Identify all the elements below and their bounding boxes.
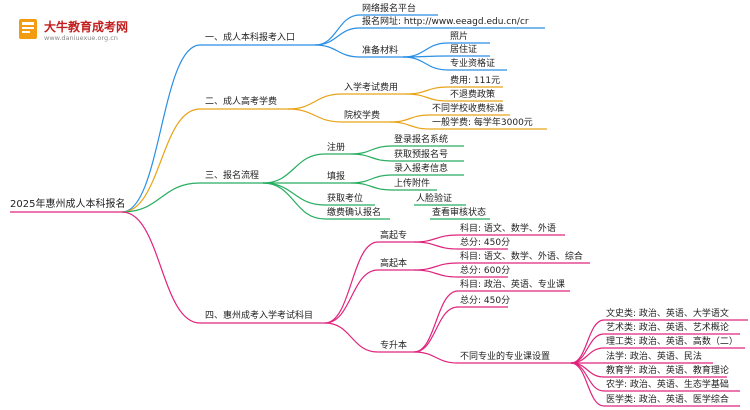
connector-curve xyxy=(262,153,326,184)
leaf-node: 不退费政策 xyxy=(450,90,496,100)
branch-node: 一、成人本科报考入口 xyxy=(205,33,296,43)
connector-curve xyxy=(314,27,361,46)
leaf-node: 人脸验证 xyxy=(416,194,453,204)
leaf-node: 法学: 政治、英语、民法 xyxy=(606,352,702,362)
connector-curve xyxy=(324,322,379,353)
leaf-node: 总分: 450分 xyxy=(460,238,511,248)
leaf-node: 费用: 111元 xyxy=(450,76,501,86)
connector-curve xyxy=(413,241,459,250)
sub-node: 高起专 xyxy=(380,231,408,241)
connector-curve xyxy=(350,145,393,155)
connector-curve xyxy=(402,56,449,71)
branch-node: 四、惠州成考入学考试科目 xyxy=(205,311,314,321)
connector-curve xyxy=(121,182,201,213)
leaf-node: 查看审核状态 xyxy=(432,208,487,218)
connector-curve xyxy=(314,14,361,46)
connector-curve xyxy=(413,269,459,278)
leaf-node: 专业资格证 xyxy=(450,59,496,69)
leaf-node: 一般学费: 每学年3000元 xyxy=(432,118,533,128)
leaf-node: 农学: 政治、英语、生态学基础 xyxy=(606,380,729,390)
leaf-node: 理工类: 政治、英语、高数（二） xyxy=(606,337,738,347)
connector-curve xyxy=(314,44,361,58)
connector-curve xyxy=(287,93,343,110)
branch-node: 二、成人高考学费 xyxy=(205,97,278,107)
brand-name: 大牛教育成考网 xyxy=(44,20,129,34)
connector-curve xyxy=(121,211,201,324)
connector-curve xyxy=(287,108,343,123)
connector-curve xyxy=(413,290,459,353)
sub-node: 注册 xyxy=(327,143,346,153)
connector-curve xyxy=(121,44,201,213)
connector-curve xyxy=(389,121,431,130)
sub-node: 填报 xyxy=(327,172,346,182)
branch-node: 三、报名流程 xyxy=(205,171,260,181)
connector-curve xyxy=(350,153,393,162)
sub-node: 准备材料 xyxy=(362,46,399,56)
connector-curve xyxy=(570,319,605,364)
connector-curve xyxy=(570,347,605,364)
leaf-node: 科目: 语文、数学、外语 xyxy=(460,224,556,234)
brand-url: www.daniuexue.org.cn xyxy=(44,34,118,42)
root-node: 2025年惠州成人本科报名 xyxy=(10,199,126,210)
connector-curve xyxy=(350,182,393,191)
leaf-node: 网络报名平台 xyxy=(362,4,417,14)
leaf-node: 科目: 政治、英语、专业课 xyxy=(460,280,565,290)
connector-curve xyxy=(413,262,459,271)
sub-node: 专升本 xyxy=(380,341,408,351)
leaf-node: 教育学: 政治、英语、教育理论 xyxy=(606,366,729,376)
connector-curve xyxy=(413,351,459,364)
leaf-node: 登录报名系统 xyxy=(394,135,449,145)
leaf-node: 艺术类: 政治、英语、艺术概论 xyxy=(606,323,729,333)
leaf-node: 不同学校收费标准 xyxy=(432,104,505,114)
connector-curve xyxy=(350,174,393,184)
leaf-node: 文史类: 政治、英语、大学语文 xyxy=(606,309,729,319)
connector-curve xyxy=(324,241,379,324)
leaf-node: 照片 xyxy=(450,32,469,42)
sub-node: 不同专业的专业课设置 xyxy=(460,352,551,362)
connector-curve xyxy=(405,86,449,95)
leaf-node: 总分: 600分 xyxy=(460,266,511,276)
connector-curve xyxy=(413,234,459,243)
sub-node: 院校学费 xyxy=(344,111,381,121)
connector-curve xyxy=(413,306,459,353)
leaf-node: 医学类: 政治、英语、医学综合 xyxy=(606,395,729,405)
sub-node: 获取考位 xyxy=(327,194,364,204)
connector-curve xyxy=(570,362,605,407)
sub-node: 缴费确认报名 xyxy=(327,208,382,218)
logo-icon xyxy=(19,19,37,39)
leaf-node: 总分: 450分 xyxy=(460,296,511,306)
connector-curve xyxy=(405,93,449,102)
connector-curve xyxy=(402,42,449,58)
leaf-node: 科目: 语文、数学、外语、综合 xyxy=(460,252,583,262)
connector-curve xyxy=(389,114,431,123)
leaf-node: 获取预报名号 xyxy=(394,150,449,160)
connector-curve xyxy=(121,108,201,213)
sub-node: 高起本 xyxy=(380,259,408,269)
connector-curve xyxy=(262,182,326,220)
leaf-node: 录入报考信息 xyxy=(394,164,449,174)
connector-curve xyxy=(324,269,379,324)
leaf-node: 居住证 xyxy=(450,45,478,55)
leaf-node: 报名网址: http://www.eeagd.edu.cn/cr xyxy=(362,17,529,27)
sub-node: 入学考试费用 xyxy=(344,83,399,93)
leaf-node: 上传附件 xyxy=(394,179,431,189)
